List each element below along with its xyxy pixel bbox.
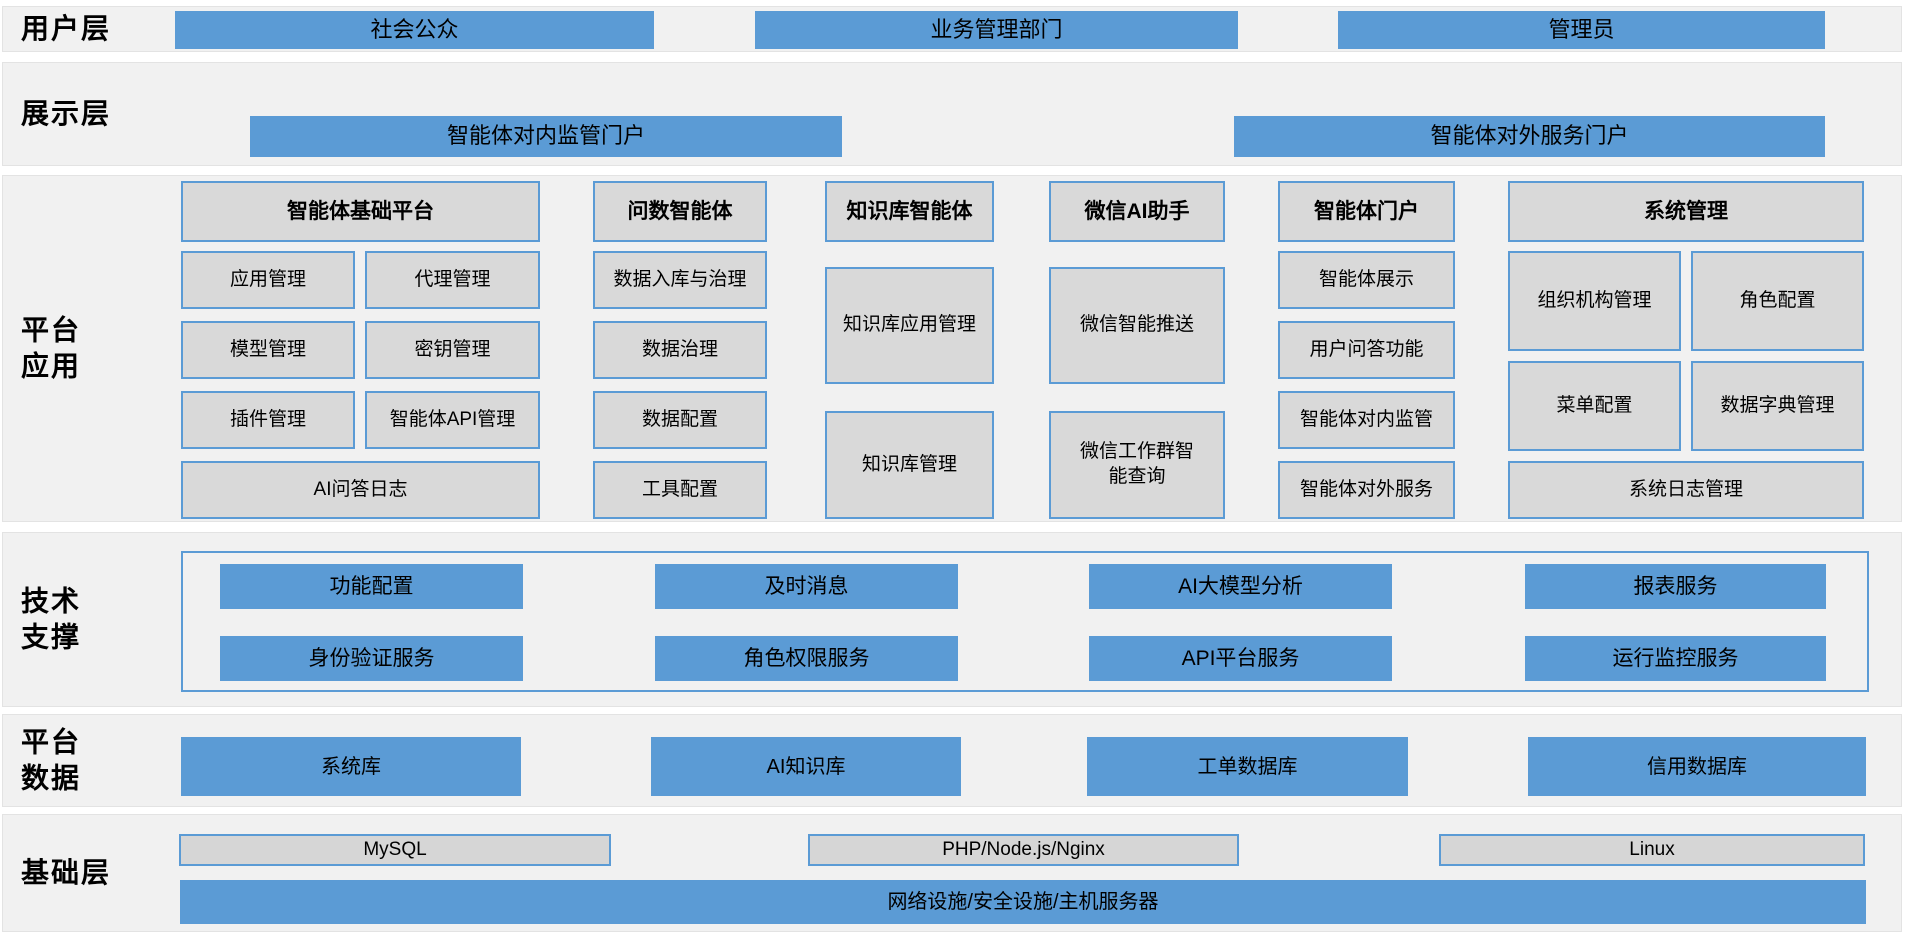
knowledge-agent-header: 知识库智能体 — [825, 181, 994, 242]
box-business-dept: 业务管理部门 — [755, 11, 1238, 49]
box-social-public: 社会公众 — [175, 11, 654, 49]
linux-box: Linux — [1439, 834, 1865, 866]
key-management-box: 密钥管理 — [365, 321, 540, 379]
wechat-ai-header: 微信AI助手 — [1049, 181, 1225, 242]
identity-auth-service-box: 身份验证服务 — [220, 636, 523, 681]
agent-api-management-box: 智能体API管理 — [365, 391, 540, 449]
user-qa-box: 用户问答功能 — [1278, 321, 1455, 379]
func-config-box: 功能配置 — [220, 564, 523, 609]
ai-qa-log-box: AI问答日志 — [181, 461, 540, 519]
ai-model-analysis-box: AI大模型分析 — [1089, 564, 1392, 609]
wechat-smart-push-box: 微信智能推送 — [1049, 267, 1225, 384]
data-dict-management-box: 数据字典管理 — [1691, 361, 1864, 451]
network-infra-bar: 网络设施/安全设施/主机服务器 — [180, 880, 1866, 924]
infra-layer-label: 基础层 — [21, 856, 112, 888]
agent-display-box: 智能体展示 — [1278, 251, 1455, 309]
role-config-box: 角色配置 — [1691, 251, 1864, 351]
system-db-box: 系统库 — [181, 737, 521, 796]
monitor-service-box: 运行监控服务 — [1525, 636, 1826, 681]
user-layer-label: 用户层 — [21, 12, 112, 44]
box-external-portal: 智能体对外服务门户 — [1234, 116, 1825, 157]
agent-portal-header: 智能体门户 — [1278, 181, 1455, 242]
org-management-box: 组织机构管理 — [1508, 251, 1681, 351]
band-user-layer: 用户层 社会公众 业务管理部门 管理员 — [2, 6, 1902, 52]
band-platform-data-layer: 平台 数据 系统库 AI知识库 工单数据库 信用数据库 — [2, 714, 1902, 807]
data-governance-box: 数据治理 — [593, 321, 767, 379]
tech-support-layer-label: 技术 支撑 — [21, 585, 82, 653]
api-platform-service-box: API平台服务 — [1089, 636, 1392, 681]
kb-management-box: 知识库管理 — [825, 411, 994, 519]
platform-app-layer-label: 平台 应用 — [21, 314, 82, 382]
php-node-nginx-box: PHP/Node.js/Nginx — [808, 834, 1239, 866]
system-log-management-box: 系统日志管理 — [1508, 461, 1864, 519]
wechat-group-query-box: 微信工作群智能查询 — [1049, 411, 1225, 519]
agent-base-platform-header: 智能体基础平台 — [181, 181, 540, 242]
agent-proxy-management-box: 代理管理 — [365, 251, 540, 309]
menu-config-box: 菜单配置 — [1508, 361, 1681, 451]
tool-config-box: 工具配置 — [593, 461, 767, 519]
report-service-box: 报表服务 — [1525, 564, 1826, 609]
data-ingest-governance-box: 数据入库与治理 — [593, 251, 767, 309]
ticket-db-box: 工单数据库 — [1087, 737, 1408, 796]
model-management-box: 模型管理 — [181, 321, 355, 379]
system-management-header: 系统管理 — [1508, 181, 1864, 242]
app-management-box: 应用管理 — [181, 251, 355, 309]
data-config-box: 数据配置 — [593, 391, 767, 449]
band-display-layer: 展示层 智能体对内监管门户 智能体对外服务门户 — [2, 62, 1902, 166]
band-platform-app-layer: 平台 应用 智能体基础平台 应用管理 代理管理 模型管理 密钥管理 插件管理 智… — [2, 175, 1902, 522]
ai-knowledge-db-box: AI知识库 — [651, 737, 961, 796]
agent-external-service-box: 智能体对外服务 — [1278, 461, 1455, 519]
credit-db-box: 信用数据库 — [1528, 737, 1866, 796]
instant-message-box: 及时消息 — [655, 564, 958, 609]
role-permission-service-box: 角色权限服务 — [655, 636, 958, 681]
data-query-agent-header: 问数智能体 — [593, 181, 767, 242]
mysql-box: MySQL — [179, 834, 611, 866]
band-infra-layer: 基础层 MySQL PHP/Node.js/Nginx Linux 网络设施/安… — [2, 814, 1902, 932]
box-internal-portal: 智能体对内监管门户 — [250, 116, 842, 157]
agent-internal-supervision-box: 智能体对内监管 — [1278, 391, 1455, 449]
display-layer-label: 展示层 — [21, 97, 112, 129]
box-admin: 管理员 — [1338, 11, 1825, 49]
platform-data-layer-label: 平台 数据 — [21, 726, 82, 794]
plugin-management-box: 插件管理 — [181, 391, 355, 449]
kb-app-management-box: 知识库应用管理 — [825, 267, 994, 384]
band-tech-support-layer: 技术 支撑 功能配置 及时消息 AI大模型分析 报表服务 身份验证服务 角色权限… — [2, 532, 1902, 707]
tech-support-frame — [181, 551, 1869, 692]
